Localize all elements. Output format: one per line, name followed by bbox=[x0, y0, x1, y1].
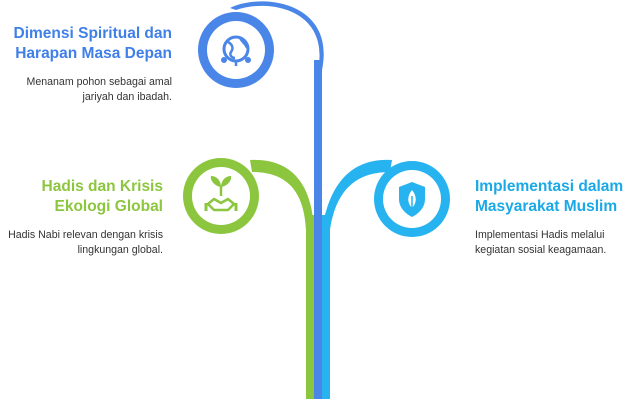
cyan-stem-curve bbox=[322, 159, 392, 230]
branch-left-description: Hadis Nabi relevan dengan krisis lingkun… bbox=[8, 229, 163, 256]
seedling-handshake-icon bbox=[204, 176, 238, 212]
green-stem-curve bbox=[250, 159, 314, 230]
branch-top-description: Menanam pohon sebagai amal jariyah dan i… bbox=[26, 76, 172, 103]
node-left bbox=[183, 158, 259, 234]
leaf-shield-icon bbox=[399, 182, 425, 217]
blue-stem-body bbox=[314, 60, 322, 399]
branch-top-text: Dimensi Spiritual dan Harapan Masa Depan… bbox=[10, 24, 172, 105]
node-top bbox=[198, 12, 274, 88]
globe-icon bbox=[221, 35, 251, 66]
cyan-stem-body bbox=[322, 215, 330, 399]
branch-right-title: Implementasi dalam Masyarakat Muslim bbox=[475, 178, 624, 215]
branch-right-description: Implementasi Hadis melalui kegiatan sosi… bbox=[475, 229, 607, 256]
branch-right-text: Implementasi dalam Masyarakat Muslim Imp… bbox=[475, 177, 640, 258]
branch-left-text: Hadis dan Krisis Ekologi Global Hadis Na… bbox=[4, 177, 163, 258]
green-stem-body bbox=[306, 215, 314, 399]
node-right bbox=[374, 161, 450, 237]
branch-left-title: Hadis dan Krisis Ekologi Global bbox=[41, 178, 163, 215]
branch-top-title: Dimensi Spiritual dan Harapan Masa Depan bbox=[13, 25, 172, 62]
